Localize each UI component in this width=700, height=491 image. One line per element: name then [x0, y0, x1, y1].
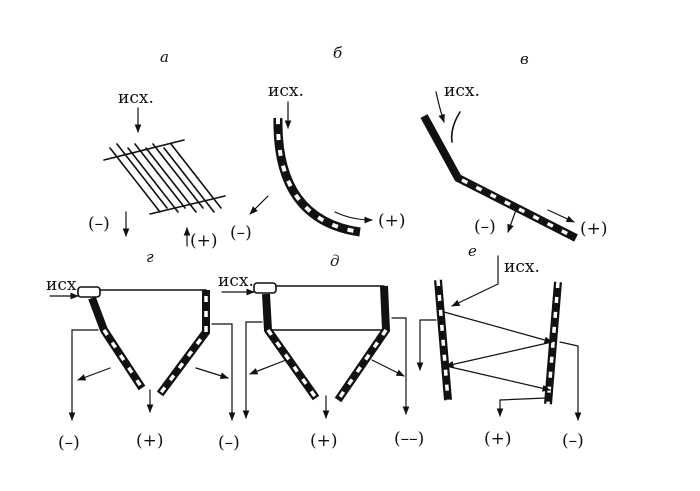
panel-d: д исх. (+) (––)	[218, 252, 424, 451]
panel-letter-g: г	[146, 248, 154, 266]
left-undersize-path-g	[68, 329, 99, 421]
left-screen-g	[88, 296, 146, 391]
right-screen-d	[334, 285, 391, 403]
panel-letter-b: б	[333, 44, 343, 62]
panel-a: а исх. (–) (+)	[88, 48, 226, 251]
curved-screen-slots	[275, 117, 361, 234]
cross-flow-1-e	[443, 311, 553, 344]
plus-label-b: (+)	[378, 211, 406, 231]
left-screen-slots-g	[102, 329, 144, 389]
panel-letter-v: в	[520, 50, 529, 68]
panel-b: б исх. (–) (+)	[230, 44, 406, 243]
feed-box-g	[77, 286, 101, 298]
minus-label-d: (––)	[394, 429, 424, 449]
left-screen-d	[262, 293, 320, 401]
panel-e: е исх. (+) (–)	[416, 242, 584, 451]
feed-label-v: исх.	[444, 81, 480, 101]
plus-label-d: (+)	[310, 431, 338, 451]
right-screen-slots-g	[158, 296, 208, 396]
minus-label-e: (–)	[562, 431, 584, 451]
feed-arrow-e	[451, 283, 499, 307]
minus1-label-g: (–)	[58, 433, 80, 453]
bent-screen	[420, 114, 578, 242]
plus-flow-arrow-v	[547, 209, 575, 223]
right-underflow-arrow-g	[195, 367, 229, 379]
panel-letter-d: д	[330, 252, 340, 270]
plus-label-a: (+)	[190, 231, 218, 251]
minus-label-b: (–)	[230, 223, 252, 243]
minus-arrow-b	[249, 195, 269, 215]
feed-label-g: исх.	[46, 275, 82, 295]
left-underflow-arrow-d	[249, 359, 287, 375]
minus-label-v: (–)	[474, 217, 496, 237]
plus-label-v: (+)	[580, 219, 608, 239]
feed-label-a: исх.	[118, 88, 154, 108]
plus-label-g: (+)	[136, 431, 164, 451]
feed-stream-v	[450, 111, 461, 143]
bent-screen-slots	[461, 178, 577, 240]
plus-flow-arrow-b	[334, 211, 373, 224]
right-undersize-path-d	[391, 317, 410, 415]
cross-flow-2-e	[445, 341, 553, 368]
feed-arrow-v	[435, 91, 445, 123]
rod-grate	[103, 139, 226, 215]
minus-arrow-v	[507, 209, 517, 233]
panel-letter-e: е	[468, 242, 477, 260]
cross-flow-3-e	[445, 365, 551, 392]
left-undersize-path-d	[242, 321, 263, 419]
panel-g: г исх. (–) (+) (–)	[46, 248, 240, 453]
right-undersize-path-g	[211, 323, 236, 421]
oversize-path-e	[496, 397, 547, 417]
right-underflow-arrow-d	[371, 359, 405, 377]
right-screen-slots-e	[546, 281, 560, 405]
minus2-label-g: (–)	[218, 433, 240, 453]
panel-letter-a: а	[160, 48, 169, 66]
plus-label-e: (+)	[484, 429, 512, 449]
feed-label-e: исх.	[504, 257, 540, 277]
feed-box-d	[253, 282, 277, 294]
feed-label-b: исх.	[268, 81, 304, 101]
left-underflow-arrow-g	[77, 367, 111, 381]
left-bypass-e	[416, 319, 437, 371]
curved-screen	[273, 117, 361, 237]
minus-label-a: (–)	[88, 214, 110, 234]
left-screen-slots-e	[436, 279, 450, 401]
right-undersize-path-e	[559, 341, 582, 421]
panel-v: в исх. (–) (+)	[420, 50, 608, 242]
feed-label-d: исх.	[218, 271, 254, 291]
